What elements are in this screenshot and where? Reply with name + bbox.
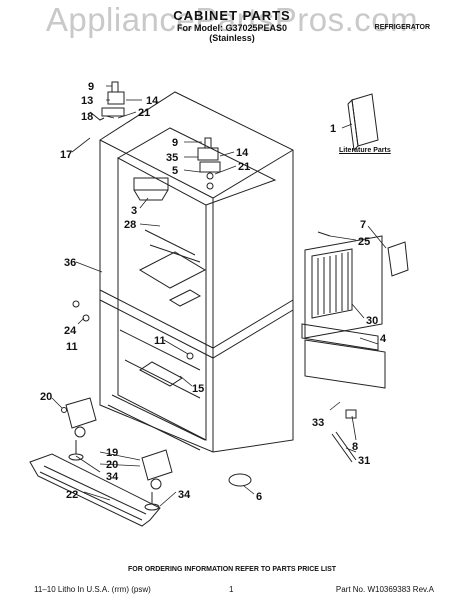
- part-number: Part No. W10369383 Rev.A: [335, 585, 434, 594]
- ordering-note: FOR ORDERING INFORMATION REFER TO PARTS …: [127, 566, 337, 573]
- literature-parts-label: Literature Parts: [339, 147, 391, 154]
- callout: 20: [106, 459, 118, 471]
- callout: 35: [166, 152, 178, 164]
- page-title: CABINET PARTS: [173, 8, 291, 23]
- callout: 19: [106, 447, 118, 459]
- callout: 4: [380, 333, 387, 345]
- callout: 13: [81, 95, 93, 107]
- callout: 21: [138, 107, 150, 119]
- callout: 1: [330, 123, 336, 135]
- callout: 30: [366, 315, 378, 327]
- category-label: REFRIGERATOR: [374, 24, 430, 31]
- cabinet-mullion: [99, 289, 294, 349]
- callout: 11: [154, 335, 166, 347]
- watermark: AppliancePartsPros.com: [45, 1, 419, 38]
- callout: 31: [358, 455, 370, 467]
- callout: 34: [178, 489, 191, 501]
- callout: 33: [312, 417, 324, 429]
- page-number: 1: [229, 585, 234, 594]
- callout: 14: [146, 95, 159, 107]
- cabinet-shell: [99, 91, 294, 453]
- callout: 17: [60, 149, 72, 161]
- callout: 14: [236, 147, 249, 159]
- callout: 36: [64, 257, 76, 269]
- callout: 3: [131, 205, 137, 217]
- callout: 9: [172, 137, 178, 149]
- callout: 6: [256, 491, 262, 503]
- model-subtitle: For Model: G37025PEAS0: [176, 23, 288, 33]
- callout: 8: [352, 441, 358, 453]
- cabinet-top-edge: [99, 139, 294, 199]
- callout: 11: [66, 341, 78, 353]
- cabinet-liner: [117, 157, 207, 441]
- callout: 21: [238, 161, 250, 173]
- callout: 15: [192, 383, 204, 395]
- callout: 34: [106, 471, 119, 483]
- callout: 5: [172, 165, 178, 177]
- callout: 22: [66, 489, 78, 501]
- callout: 25: [358, 236, 370, 248]
- callout: 24: [64, 325, 77, 337]
- callout: 28: [124, 219, 136, 231]
- callout: 9: [88, 81, 94, 93]
- callout: 18: [81, 111, 93, 123]
- callout: 20: [40, 391, 52, 403]
- finish-subtitle: (Stainless): [209, 33, 255, 43]
- callout: 7: [360, 219, 366, 231]
- print-info: 11–10 Litho In U.S.A. (rrm) (psw): [34, 585, 151, 594]
